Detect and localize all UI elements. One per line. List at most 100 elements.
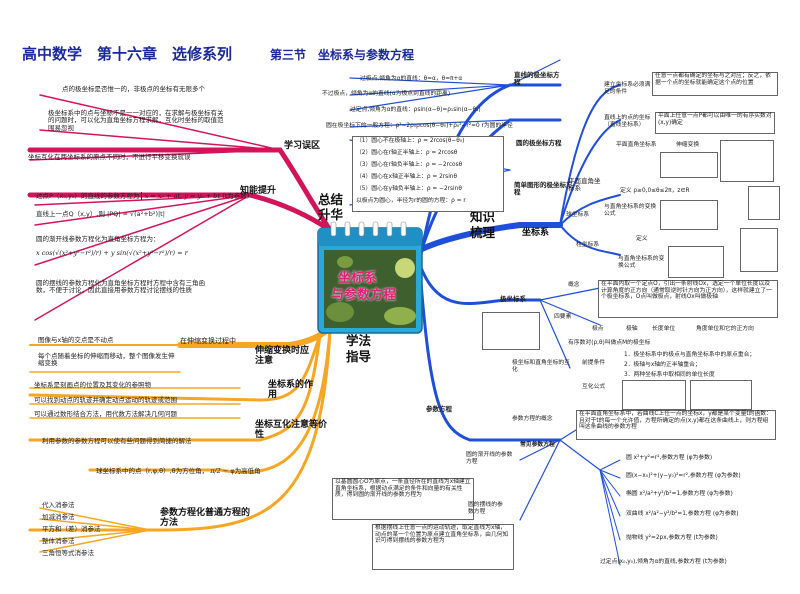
- polar-system-heading: 极坐标系: [500, 295, 526, 303]
- branch-knowledge-2: 梳理: [470, 225, 496, 240]
- stretch-item-2: 每个点随着坐标的伸缩而移动，整个图像发生伸缩变换: [38, 352, 175, 368]
- branch-method-1: 学法: [346, 333, 372, 348]
- line-point-box: [655, 112, 775, 134]
- knowledge-upgrade: 知能提升: [240, 186, 277, 196]
- method-stretch-heading: 伸缩变换时应注意: [255, 346, 310, 367]
- stretch-graph-box: [720, 140, 774, 182]
- method-equiv-heading: 坐标互化注意等价性: [255, 420, 328, 441]
- stretch-item-1: 图像与x轴的交点是不动点: [38, 336, 114, 344]
- branch-summary-1: 总结: [318, 192, 344, 207]
- sphere-definition: 定义 ρ≥0,0≤θ≤2π，z∈R: [620, 188, 690, 194]
- polar-circle-heading: 圆的极坐标方程: [516, 139, 562, 147]
- line-point-head: 直线上的点的坐标（直线坐标系）: [604, 115, 651, 128]
- param-concept-label: 参数方程的概念: [512, 416, 553, 422]
- involute-text: 以基圆圆心O为原点，一条直径所在的直线为x轴建立直角坐标系，根据动点满足的条件和…: [335, 479, 471, 499]
- upgrade-involute: 圆的渐开线参数方程化为直角坐标方程为：: [36, 235, 160, 243]
- param-concept-box: [576, 410, 776, 440]
- polar-line-3: 过定点,倾角为α的直线：ρsin(α−θ)=ρ₁sin(α−θ₁): [350, 107, 481, 113]
- sphere-graph-box: [748, 186, 780, 220]
- precondition-label: 前提条件: [582, 360, 606, 366]
- polar-line-heading: 直线的极坐标方程: [514, 71, 560, 87]
- param-hyperbola: 双曲线 x²/a²−y²/b²=1,参数方程 (φ为参数): [626, 511, 739, 517]
- sphere-relation: 与直角坐标系的变换公式: [604, 204, 657, 217]
- method-role-heading: 坐标系的作用: [268, 380, 314, 401]
- polar-pair: 有序数对(ρ,θ)叫做点M的极坐标: [568, 340, 651, 346]
- cycloid-box: [372, 524, 514, 570]
- center-title-line2: 与参数方程: [331, 288, 397, 303]
- role-item-2: 可以找到动点的轨迹并确定动点运动的轨迹或范围: [34, 396, 177, 404]
- circle-1: （1）圆心不在极轴上：ρ = 2rcos(θ−θ₀): [356, 138, 465, 144]
- param-ellipse: 椭圆 x²/a²+y²/b²=1,参数方程 (φ为参数): [626, 491, 733, 497]
- formula-box-2: [690, 380, 752, 410]
- elem-unit: 长度单位: [652, 326, 676, 332]
- cyl-graph-box: [740, 228, 778, 272]
- convert-item-1: 代入消参法: [42, 501, 75, 509]
- circle-3: （3）圆心在r轴负半轴上：ρ = −2rcosθ: [356, 162, 463, 168]
- polar-concept-box: [598, 280, 778, 318]
- section-title: 第三节 坐标系与参数方程: [270, 48, 415, 62]
- cycloid-text: 根据摆线上任意一点的运动轨迹，取定直线为x轴，动点的某一个位置为原点建立直角坐标…: [375, 525, 509, 545]
- line-point: 平面上任意一点P都可以由唯一的有序实数对(x,y)确定: [658, 113, 772, 126]
- equiv-item-1: 利用参数的参数方程可以使有些问题得到简捷的解法: [42, 437, 192, 445]
- convert-item-5: 三角恒等式消参法: [42, 549, 94, 557]
- rect-system: 平面直角坐标系: [568, 177, 601, 193]
- rect-condition: 任意一点都有确定的坐标与之对应；反之，依据一个点的坐标就能确定这个点的位置: [655, 73, 771, 86]
- method-convert-heading: 参数方程化普通方程的方法: [160, 508, 251, 529]
- coord-system-heading: 坐标系: [522, 228, 550, 238]
- param-circle: 圆 x²+y²=r²,参数方程 (φ为参数): [626, 455, 713, 461]
- involute-heading: 圆的渐开线的参数方程: [466, 452, 513, 465]
- formula-label: 互化公式: [582, 384, 606, 390]
- stretch-transform: 伸缩变换: [676, 142, 700, 148]
- cyl-formula-box: [668, 246, 724, 278]
- sphere-system: 球坐标系: [566, 212, 590, 218]
- param-circle-shifted: 圆(x−x₀)²+(y−y₀)²=r²,参数方程 (φ为参数): [626, 473, 741, 479]
- branch-summary-2: 升华: [318, 207, 344, 222]
- conversion-heading: 极坐标和直角坐标的互化: [512, 360, 570, 373]
- param-parabola: 抛物线 y²=2px,参数方程 (t为参数): [626, 535, 718, 541]
- common-param-label: 常见参数方程: [520, 442, 555, 448]
- equiv-item-2: 球坐标系中的点（r,φ,θ）,θ为方位角， π/2 − φ为高低角: [96, 467, 261, 475]
- precondition-1: 1．极坐标系中的极点与直角坐标系中的原点重合；: [624, 352, 756, 358]
- param-heading: 参数方程: [426, 405, 452, 413]
- polar-concept-label: 概念: [568, 282, 580, 288]
- summary-branches: [27, 94, 333, 321]
- cycloid-heading: 圆的摆线的参数方程: [468, 502, 503, 515]
- study-misconceptions: 学习误区: [284, 141, 321, 151]
- circle-4: （4）圆心在x轴正半轴上：ρ = 2rsinθ: [356, 174, 458, 180]
- polar-graph-box: [482, 312, 540, 350]
- misconception-3: 坐标互化在两坐标系的原点不同时，不进行平移变换就误: [28, 153, 191, 161]
- elem-pole: 极点: [592, 326, 604, 332]
- rect-condition-head: 建立坐标系必须满足的条件: [604, 82, 651, 95]
- upgrade-cycloid: 圆的摆线的参数方程化为直角坐标方程时方程中含有三角函数，不便于讨论，因此直接用参…: [36, 279, 205, 295]
- convert-item-2: 加减消参法: [42, 513, 75, 521]
- polar-line-1: 过极点,倾角为α的直线：θ=α，θ=π+α: [360, 76, 463, 82]
- branch-knowledge-1: 知识: [470, 209, 496, 224]
- precondition-2: 2．极轴与x轴的正半轴重合；: [624, 362, 701, 368]
- precondition-3: 3．两种坐标系中取相同的单位长度: [624, 372, 715, 378]
- elem-ray: 极轴: [626, 326, 638, 332]
- formula-box-1: [622, 380, 686, 410]
- simple-shapes-heading: 简单图形的极坐标方程: [514, 181, 573, 197]
- convert-item-4: 整体消参法: [42, 537, 75, 545]
- branch-method-2: 指导: [346, 349, 372, 364]
- cyl-definition: 定义: [636, 236, 648, 242]
- center-calendar-image: [317, 221, 423, 334]
- upgrade-line-param: 过点P（x₀,y₀）的直线的参数方程为 x = x₀ + at, y = y₀ …: [36, 192, 250, 200]
- page-title: 高中数学 第十六章 选修系列: [22, 45, 233, 63]
- upgrade-distance: 直线上一点Q（x,y）,则 |PQ| = √(a²+b²)|t|: [36, 210, 165, 218]
- param-concept: 在平面直角坐标系中，若曲线C上任一点的坐标x，y都是某个变量t的函数：且对于t的…: [579, 411, 772, 431]
- circle-2: （2）圆心在r轴正半轴上：ρ = 2rcosθ: [356, 150, 458, 156]
- stretch-formula-box: [660, 152, 718, 178]
- polar-line-4: 圆在极坐标下的一般方程：ρ²−2ρ₀ρcos(θ−θ₀)+ρ₀²−r²=0 r为…: [326, 123, 513, 129]
- polar-concept: 在平面内取一个定点O，引出一条射线Ox，选定一个单位长度以及计算角度的正方向（通…: [601, 281, 773, 301]
- cyl-relation: 与直角坐标系的变换公式: [618, 256, 665, 269]
- center-title-line1: 坐标系: [338, 271, 378, 286]
- polar-line-2: 不过极点，倾角为α的直线(α为极点到直线的距离): [322, 91, 451, 97]
- upgrade-involute-formula: x cos(√(x²+y²−r²)/r) + y sin(√(x²+y²−r²)…: [36, 249, 188, 257]
- sphere-formula-box: [660, 200, 718, 230]
- method-branches: [28, 307, 348, 553]
- misconception-2: 极坐标系中的点与坐标不是一一对应的，在求解与极坐标有关的问题时，可以化为直角坐标…: [48, 109, 224, 132]
- rect-condition-box: [652, 72, 778, 96]
- role-item-1: 坐标系是刻画点的位置及其变化的参照物: [34, 381, 151, 389]
- misconception-1: 点的极坐标是否惟一的，非极点的坐标有无限多个: [62, 85, 205, 93]
